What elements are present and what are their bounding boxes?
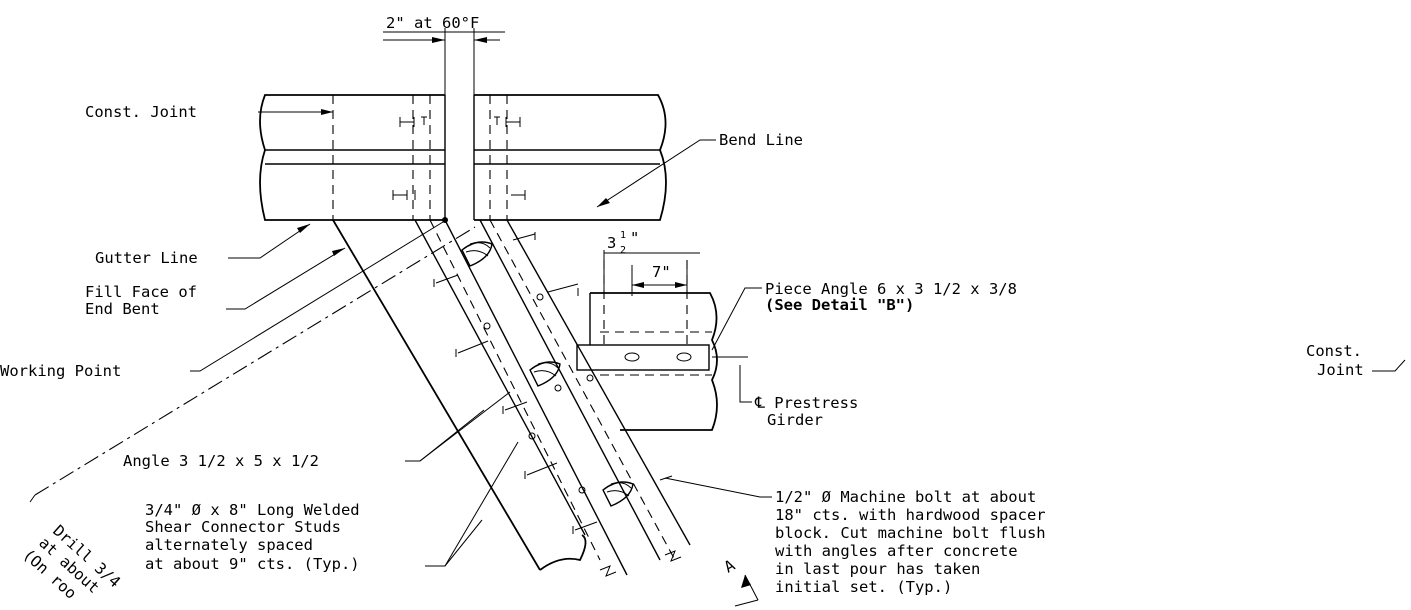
gap-label: 2" at 60°F (386, 14, 479, 32)
leader-lines (190, 109, 772, 567)
const-joint-right-label-2: Joint (1317, 361, 1364, 379)
studs-label-4: at about 9" cts. (Typ.) (145, 555, 360, 573)
section-mark-label: A (721, 556, 739, 577)
right-joint-leader (1372, 359, 1406, 372)
dimension-lines (603, 250, 700, 296)
dim-7: 7" (652, 263, 671, 281)
dim-3-half-inch: " (630, 229, 639, 247)
studs-label-3: alternately spaced (145, 536, 313, 554)
left-deck-slab (259, 94, 446, 221)
bolt-label-2: 18" cts. with hardwood spacer (775, 506, 1046, 524)
gap-dimension (383, 28, 505, 95)
piece-angle-label-1: Piece Angle 6 x 3 1/2 x 3/8 (765, 280, 1017, 298)
slab-stud-symbols (392, 116, 526, 200)
bolt-label-6: initial set. (Typ.) (775, 578, 952, 596)
prestress-girder-label-1: ℄ Prestress (754, 394, 858, 412)
prestress-girder-label-2: Girder (767, 411, 823, 429)
bolt-label-5: in last pour has taken (775, 560, 980, 578)
dim-3-half: 3 (607, 234, 616, 252)
right-deck-slab (473, 94, 667, 221)
const-joint-right-label-1: Const. (1306, 342, 1362, 360)
angle-label: Angle 3 1/2 x 5 x 1/2 (123, 452, 319, 470)
dim-3-half-num: 1 (620, 230, 626, 241)
hardwood-spacer-blocks (461, 241, 634, 507)
section-marker-a (734, 574, 759, 607)
fill-face-label-1: Fill Face of (85, 283, 197, 301)
const-joint-left-label: Const. Joint (85, 103, 197, 121)
gutter-line-label: Gutter Line (95, 249, 198, 267)
piece-angle-label-2: (See Detail "B") (765, 296, 914, 314)
studs-label-2: Shear Connector Studs (145, 518, 341, 536)
bolt-label-4: with angles after concrete (775, 542, 1018, 560)
bend-line-label: Bend Line (719, 131, 803, 149)
centerline-dashdot (34, 226, 476, 496)
studs-label-1: 3/4" Ø x 8" Long Welded (145, 501, 360, 519)
dim-3-half-den: 2 (620, 245, 626, 256)
bolt-label-1: 1/2" Ø Machine bolt at about (775, 488, 1036, 506)
drill-leader (29, 494, 36, 503)
bolt-label-3: block. Cut machine bolt flush (775, 524, 1046, 542)
fill-face-label-2: End Bent (85, 300, 160, 318)
skewed-end-bent (332, 217, 691, 577)
prestress-girder (576, 260, 748, 431)
shear-connector-studs (433, 232, 673, 534)
working-point-label: Working Point (0, 362, 121, 380)
